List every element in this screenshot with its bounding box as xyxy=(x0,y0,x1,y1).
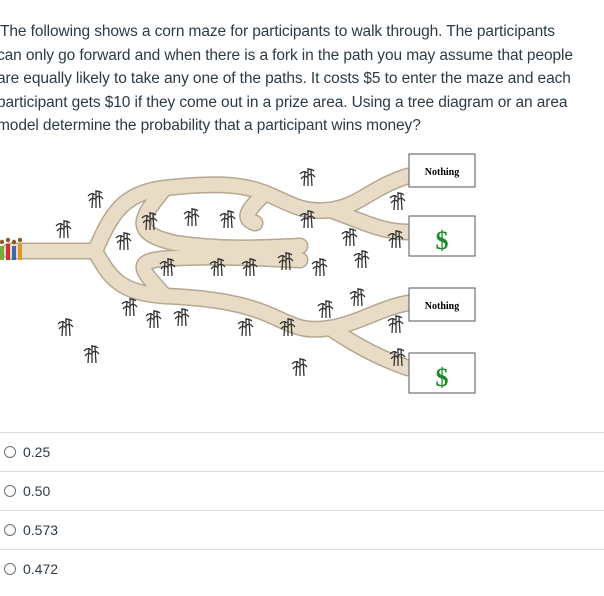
answer-option[interactable]: 0.50 xyxy=(0,471,604,510)
answer-option[interactable]: 0.25 xyxy=(0,432,604,471)
question-line: can only go forward and when there is a … xyxy=(0,46,573,64)
question-text: The following shows a corn maze for part… xyxy=(0,20,604,138)
maze-exit-1: Nothing xyxy=(408,153,476,188)
question-line: model determine the probability that a p… xyxy=(0,117,421,134)
radio-button-icon[interactable] xyxy=(4,485,16,497)
question-line: The following shows a corn maze for part… xyxy=(0,23,555,40)
radio-button-icon[interactable] xyxy=(4,563,16,575)
participants-icon xyxy=(0,237,23,260)
answer-choices: 0.25 0.50 0.573 0.472 xyxy=(0,432,604,588)
maze-exit-3: Nothing xyxy=(408,287,476,322)
radio-button-icon[interactable] xyxy=(4,446,16,458)
answer-option[interactable]: 0.472 xyxy=(0,549,604,588)
exit-label: Nothing xyxy=(425,301,459,312)
exit-label: Nothing xyxy=(425,167,459,178)
question-line: participant gets $10 if they come out in… xyxy=(0,93,568,111)
maze-exit-2: $ xyxy=(408,215,476,257)
corn-maze-diagram: Nothing $ Nothing $ xyxy=(0,153,476,394)
answer-label: 0.573 xyxy=(23,522,59,538)
maze-exit-4: $ xyxy=(408,352,476,394)
question-line: are equally likely to take any one of th… xyxy=(0,70,571,87)
answer-option[interactable]: 0.573 xyxy=(0,510,604,549)
answer-label: 0.50 xyxy=(23,483,51,499)
radio-button-icon[interactable] xyxy=(4,524,16,536)
answer-label: 0.25 xyxy=(23,444,51,460)
corn-maze-figure: Nothing $ Nothing $ xyxy=(0,148,604,408)
answer-label: 0.472 xyxy=(23,561,59,577)
dollar-sign-icon: $ xyxy=(436,226,449,255)
dollar-sign-icon: $ xyxy=(436,363,449,392)
maze-paths xyxy=(1,167,417,377)
